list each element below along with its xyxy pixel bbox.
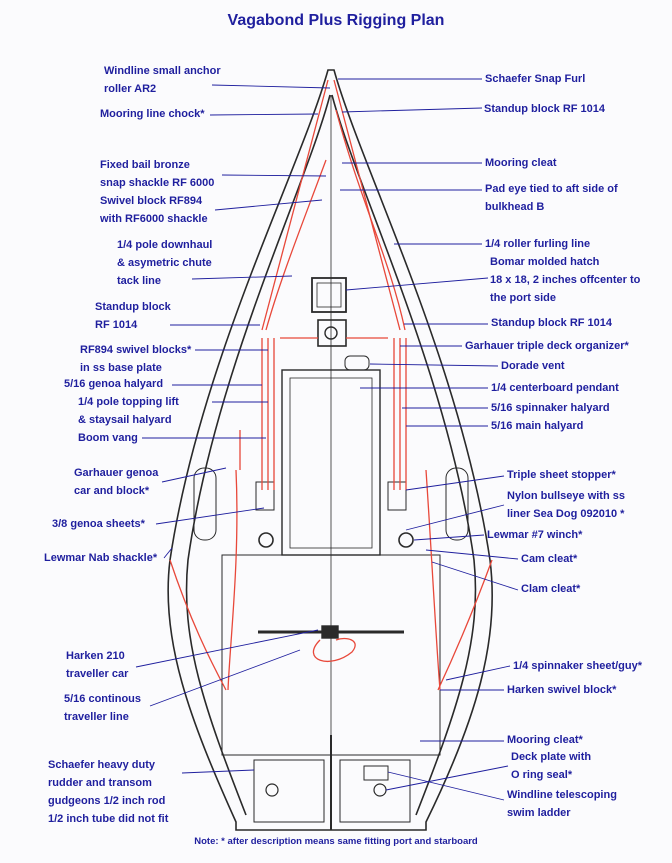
label-spinnaker-halyard: 5/16 spinnaker halyard — [491, 402, 610, 414]
rigging — [169, 79, 493, 691]
leader-genoa-sheets — [155, 507, 265, 525]
hull-inner — [185, 94, 477, 816]
leaders — [135, 78, 519, 801]
label-bullseye: Nylon bullseye with ss liner Sea Dog 092… — [507, 490, 625, 520]
leader-clam — [431, 561, 519, 591]
label-pole-lift: 1/4 pole topping lift & staysail halyard — [78, 396, 179, 426]
leader-ladder — [387, 771, 505, 801]
furling-line-path — [335, 109, 406, 331]
label-sheet-stopper: Triple sheet stopper* — [507, 469, 616, 481]
label-traveller-line: 5/16 continous traveller line — [64, 693, 142, 723]
deck-plate-port — [265, 783, 279, 797]
leader-bullseye — [405, 504, 505, 531]
starboard-stopper — [387, 481, 407, 511]
leader-swivel-block — [214, 199, 323, 211]
forestay-starboard — [333, 79, 401, 331]
leader-stopper — [405, 475, 505, 491]
starboard-locker — [445, 467, 469, 541]
leader-mooring-chock — [209, 113, 319, 116]
label-genoa-car: Garhauer genoa car and block* — [74, 467, 159, 497]
footnote: Note: * after description means same fit… — [194, 836, 478, 847]
label-standup-left: Standup block RF 1014 — [95, 301, 171, 331]
label-swim-ladder: Windline telescoping swim ladder — [507, 789, 617, 819]
leader-nab-shackle — [163, 547, 173, 559]
swim-ladder — [363, 765, 389, 781]
label-genoa-sheets: 3/8 genoa sheets* — [52, 518, 145, 530]
label-mooring-chock: Mooring line chock* — [100, 108, 205, 120]
leader-pole-downhaul — [191, 275, 293, 280]
label-snap-furl: Schaefer Snap Furl — [485, 73, 586, 85]
label-mooring-cleat-fwd: Mooring cleat — [485, 157, 557, 169]
starboard-winch — [398, 532, 414, 548]
label-swivel-block-aft: Harken swivel block* — [507, 684, 617, 696]
port-winch — [258, 532, 274, 548]
deck-plate-starboard — [373, 783, 387, 797]
downhaul-path — [265, 159, 327, 331]
label-standup-right-top: Standup block RF 1014 — [484, 103, 606, 115]
leader-dorade — [369, 363, 499, 367]
leader-deck-plate — [385, 765, 509, 791]
label-pole-downhaul: 1/4 pole downhaul & asymetric chute tack… — [117, 239, 213, 287]
forward-hatch — [311, 277, 347, 313]
genoa-sheet-port — [227, 469, 238, 691]
label-pad-eye: Pad eye tied to aft side of bulkhead B — [485, 183, 618, 213]
label-spinnaker-sheet: 1/4 spinnaker sheet/guy* — [513, 660, 642, 672]
label-rudder-gudgeons: Schaefer heavy duty rudder and transom g… — [48, 759, 169, 825]
leader-traveller-line — [149, 649, 301, 707]
transom-starboard — [339, 759, 411, 823]
label-standup-right: Standup block RF 1014 — [491, 317, 613, 329]
diagram-title: Vagabond Plus Rigging Plan — [227, 12, 445, 29]
label-bomar-hatch: Bomar molded hatch 18 x 18, 2 inches off… — [490, 256, 641, 304]
mast-step — [324, 326, 338, 340]
label-swivel-block: Swivel block RF894 with RF6000 shackle — [100, 195, 208, 225]
traveller-car-shape — [321, 625, 339, 639]
label-rf894-swivels: RF894 swivel blocks* in ss base plate — [80, 344, 192, 374]
label-furling-line: 1/4 roller furling line — [485, 238, 591, 250]
port-stopper — [255, 481, 275, 511]
hatch-inner — [316, 282, 342, 308]
transom-port — [253, 759, 325, 823]
label-genoa-halyard: 5/16 genoa halyard — [64, 378, 164, 390]
leader-cam — [425, 549, 519, 560]
leader-fixed-bail — [221, 174, 327, 177]
leader-winch — [413, 534, 485, 541]
genoa-sheet-stbd — [425, 469, 441, 691]
label-centerboard: 1/4 centerboard pendant — [491, 382, 619, 394]
dorade-box — [344, 355, 370, 371]
hull — [167, 69, 493, 831]
label-fixed-bail: Fixed bail bronze snap shackle RF 6000 — [100, 159, 215, 189]
label-nab-shackle: Lewmar Nab shackle* — [44, 552, 158, 564]
leader-spin-sheet — [445, 665, 511, 681]
leader-windline-roller — [211, 84, 331, 89]
label-traveller-car: Harken 210 traveller car — [66, 650, 129, 680]
label-clam-cleat: Clam cleat* — [521, 583, 581, 595]
leader-standup-top — [341, 107, 483, 113]
traveller-loop — [312, 637, 356, 662]
label-deck-plate: Deck plate with O ring seal* — [511, 751, 592, 781]
leader-rudder — [181, 769, 255, 774]
label-boom-vang: Boom vang — [78, 432, 138, 444]
label-windline-roller: Windline small anchor roller AR2 — [104, 65, 221, 95]
label-mooring-cleat-aft: Mooring cleat* — [507, 734, 583, 746]
label-winch: Lewmar #7 winch* — [487, 529, 583, 541]
port-locker — [193, 467, 217, 541]
leader-bomar — [345, 277, 489, 291]
label-deck-organizer: Garhauer triple deck organizer* — [465, 340, 629, 352]
leader-traveller-car — [135, 629, 319, 668]
forestay-port — [261, 79, 329, 331]
hull-outline — [167, 69, 493, 831]
mast-base — [317, 319, 347, 347]
label-dorade: Dorade vent — [501, 360, 565, 372]
leader-genoa-car — [161, 467, 227, 483]
label-main-halyard: 5/16 main halyard — [491, 420, 584, 432]
label-cam-cleat: Cam cleat* — [521, 553, 578, 565]
companionway — [289, 377, 373, 549]
